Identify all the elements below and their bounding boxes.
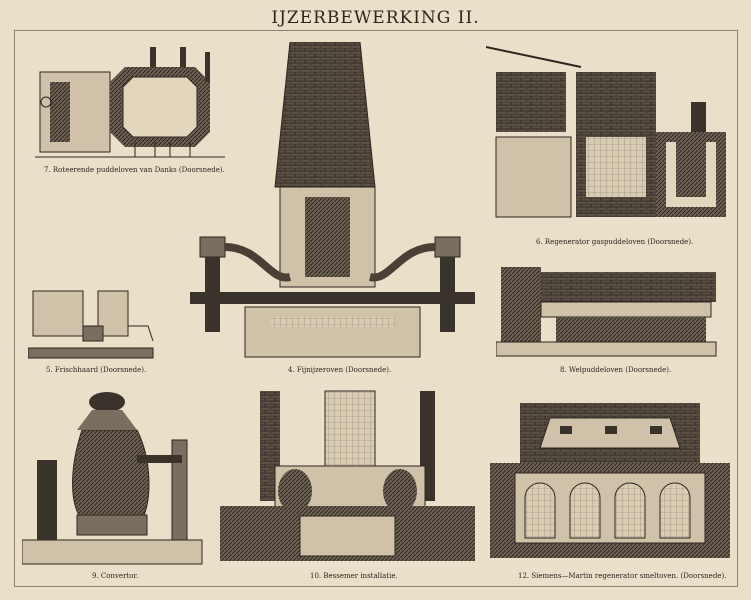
caption-figure-10: 10. Bessemer installatie. [310, 572, 398, 580]
figure-6-regenerator-gas-puddling-furnace [486, 42, 731, 232]
caption-figure-5: 5. Frischhaard (Doorsnede). [46, 366, 147, 374]
caption-figure-12: 12. Siemens—Martin regenerator smeltoven… [518, 572, 727, 580]
caption-figure-6: 6. Regenerator gaspuddeloven (Doorsnede)… [536, 238, 694, 246]
caption-figure-4: 4. Fijnijzeroven (Doorsnede). [288, 366, 392, 374]
caption-figure-9: 9. Convertor. [92, 572, 139, 580]
figure-9-converter [22, 390, 207, 568]
figure-5-refining-hearth [28, 286, 158, 362]
figure-10-bessemer-installation [220, 386, 478, 566]
plate-frame [14, 30, 738, 587]
caption-figure-8: 8. Welpuddeloven (Doorsnede). [560, 366, 672, 374]
figure-7-rotating-puddling-furnace [30, 42, 230, 162]
figure-8-welding-puddling-furnace [496, 262, 721, 360]
figure-12-siemens-martin-furnace [490, 398, 732, 563]
figure-4-refinery-furnace [190, 42, 480, 362]
plate-title: IJZERBEWERKING II. [271, 8, 480, 28]
caption-figure-7: 7. Roteerende puddeloven van Danks (Door… [44, 166, 225, 174]
